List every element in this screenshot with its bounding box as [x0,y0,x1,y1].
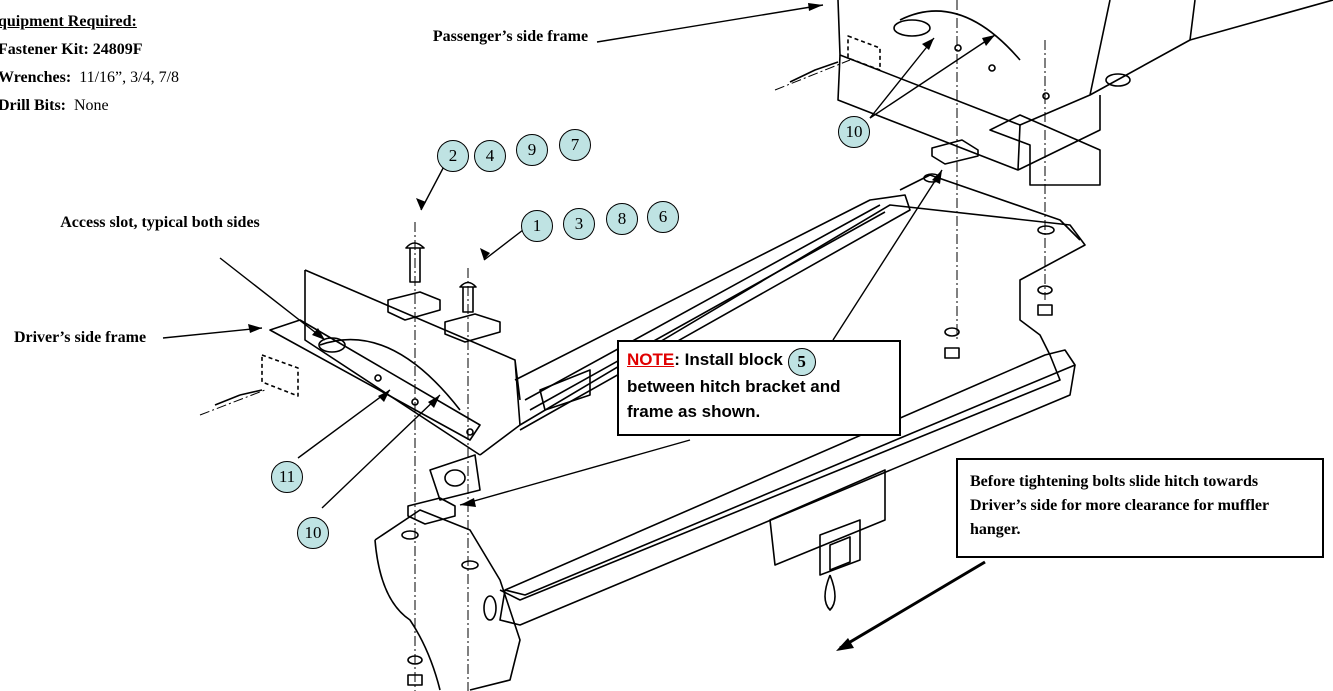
note-box: NOTE: Install block 5 between hitch brac… [617,340,901,436]
callout-bubble-10-bottom: 10 [297,517,329,549]
note-text: : Install block [674,350,783,369]
passenger-frame-label: Passenger’s side frame [432,28,589,45]
leader-lines [162,4,996,650]
passenger-side-frame [837,0,1333,186]
wrenches-label: Wrenches: [0,69,72,86]
equipment-heading: quipment Required: [0,13,137,30]
driver-side-frame [269,269,516,456]
fastener-value: 24809F [92,41,143,58]
carriage-bolts [405,242,477,313]
callout-bubble-10-top: 10 [838,116,870,148]
spacer-blocks [261,35,881,397]
callout-bubble-8: 8 [606,203,638,235]
callout-bubble-9: 9 [516,134,548,166]
callout-bubble-4: 4 [474,140,506,172]
fastener-kit-row: Fastener Kit: 24809F [0,36,179,64]
fastener-label: Fastener Kit: [0,41,89,58]
callout-bubble-6: 6 [647,201,679,233]
hitch-body [374,173,1086,691]
drill-label: Drill Bits: [0,97,66,114]
backing-plates [387,139,979,525]
wrenches-row: Wrenches: 11/16”, 3/4, 7/8 [0,64,179,92]
driver-frame-label: Driver’s side frame [13,329,147,346]
drill-bits-row: Drill Bits: None [0,92,179,120]
callout-bubble-11: 11 [271,461,303,493]
equipment-panel: quipment Required: Fastener Kit: 24809F … [0,8,179,120]
callout-bubble-3: 3 [563,208,595,240]
callout-bubble-2: 2 [437,140,469,172]
note-tag: NOTE [627,350,675,369]
centerlines [199,0,1046,691]
callout-bubble-7: 7 [559,129,591,161]
note-text-2: between hitch bracket and frame as shown… [627,377,841,421]
callout-bubble-1: 1 [521,210,553,242]
access-slot-label: Access slot, typical both sides [60,214,260,231]
callout-5-bubble: 5 [787,348,816,376]
before-tightening-box: Before tightening bolts slide hitch towa… [956,458,1324,558]
wrenches-value: 11/16”, 3/4, 7/8 [79,69,180,86]
side-bolts [214,61,839,406]
drill-value: None [74,97,109,114]
